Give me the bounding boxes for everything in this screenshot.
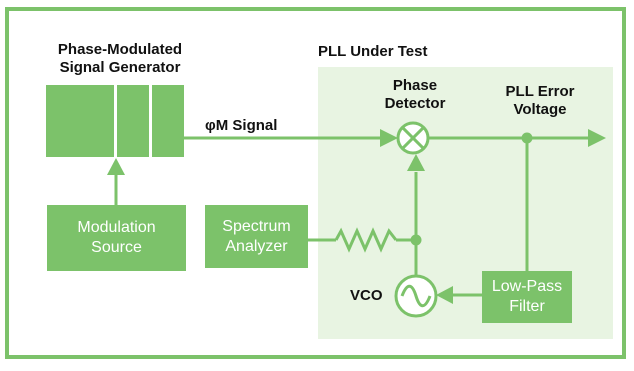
vco-input-arrowhead [436, 286, 453, 304]
pll-title: PLL Under Test [318, 43, 428, 60]
low-pass-filter-box: Low-Pass Filter [482, 271, 572, 323]
spectrum-analyzer-box: Spectrum Analyzer [205, 205, 308, 268]
error-node-dot [521, 132, 533, 144]
generator-title-line1: Phase-Modulated [57, 41, 183, 58]
spectrum-analyzer-line2: Analyzer [225, 237, 288, 255]
detector-input-arrowhead [380, 129, 398, 147]
signal-label: φM Signal [205, 117, 278, 134]
output-arrowhead [588, 129, 606, 147]
modulation-source-line2: Source [91, 239, 142, 256]
signal-generator-segment-2 [117, 85, 149, 157]
vco-label: VCO [350, 287, 383, 304]
detector-feedback-arrowhead [407, 154, 425, 171]
signal-generator-block [46, 85, 184, 157]
spectrum-analyzer-line1: Spectrum [222, 217, 291, 235]
low-pass-filter-line2: Filter [509, 298, 545, 315]
error-voltage-label-line2: Voltage [513, 101, 567, 118]
modulation-source-box: Modulation Source [47, 205, 186, 271]
sine-wave-icon [400, 284, 432, 308]
signal-generator-segment-3 [152, 85, 184, 157]
phase-detector-label-line1: Phase [392, 77, 438, 94]
generator-title: Phase-Modulated Signal Generator [20, 41, 220, 77]
low-pass-filter-line1: Low-Pass [491, 278, 563, 295]
error-voltage-label: PLL Error Voltage [490, 83, 590, 119]
signal-generator-segment-1 [46, 85, 114, 157]
vco-node-dot [410, 234, 422, 246]
error-voltage-label-line1: PLL Error [505, 83, 575, 100]
generator-input-arrowhead [107, 158, 125, 175]
resistor-icon [334, 227, 398, 253]
phase-detector-label: Phase Detector [370, 77, 460, 113]
modulation-source-line1: Modulation [77, 219, 156, 236]
generator-title-line2: Signal Generator [59, 59, 181, 76]
phase-detector-label-line2: Detector [384, 95, 446, 112]
